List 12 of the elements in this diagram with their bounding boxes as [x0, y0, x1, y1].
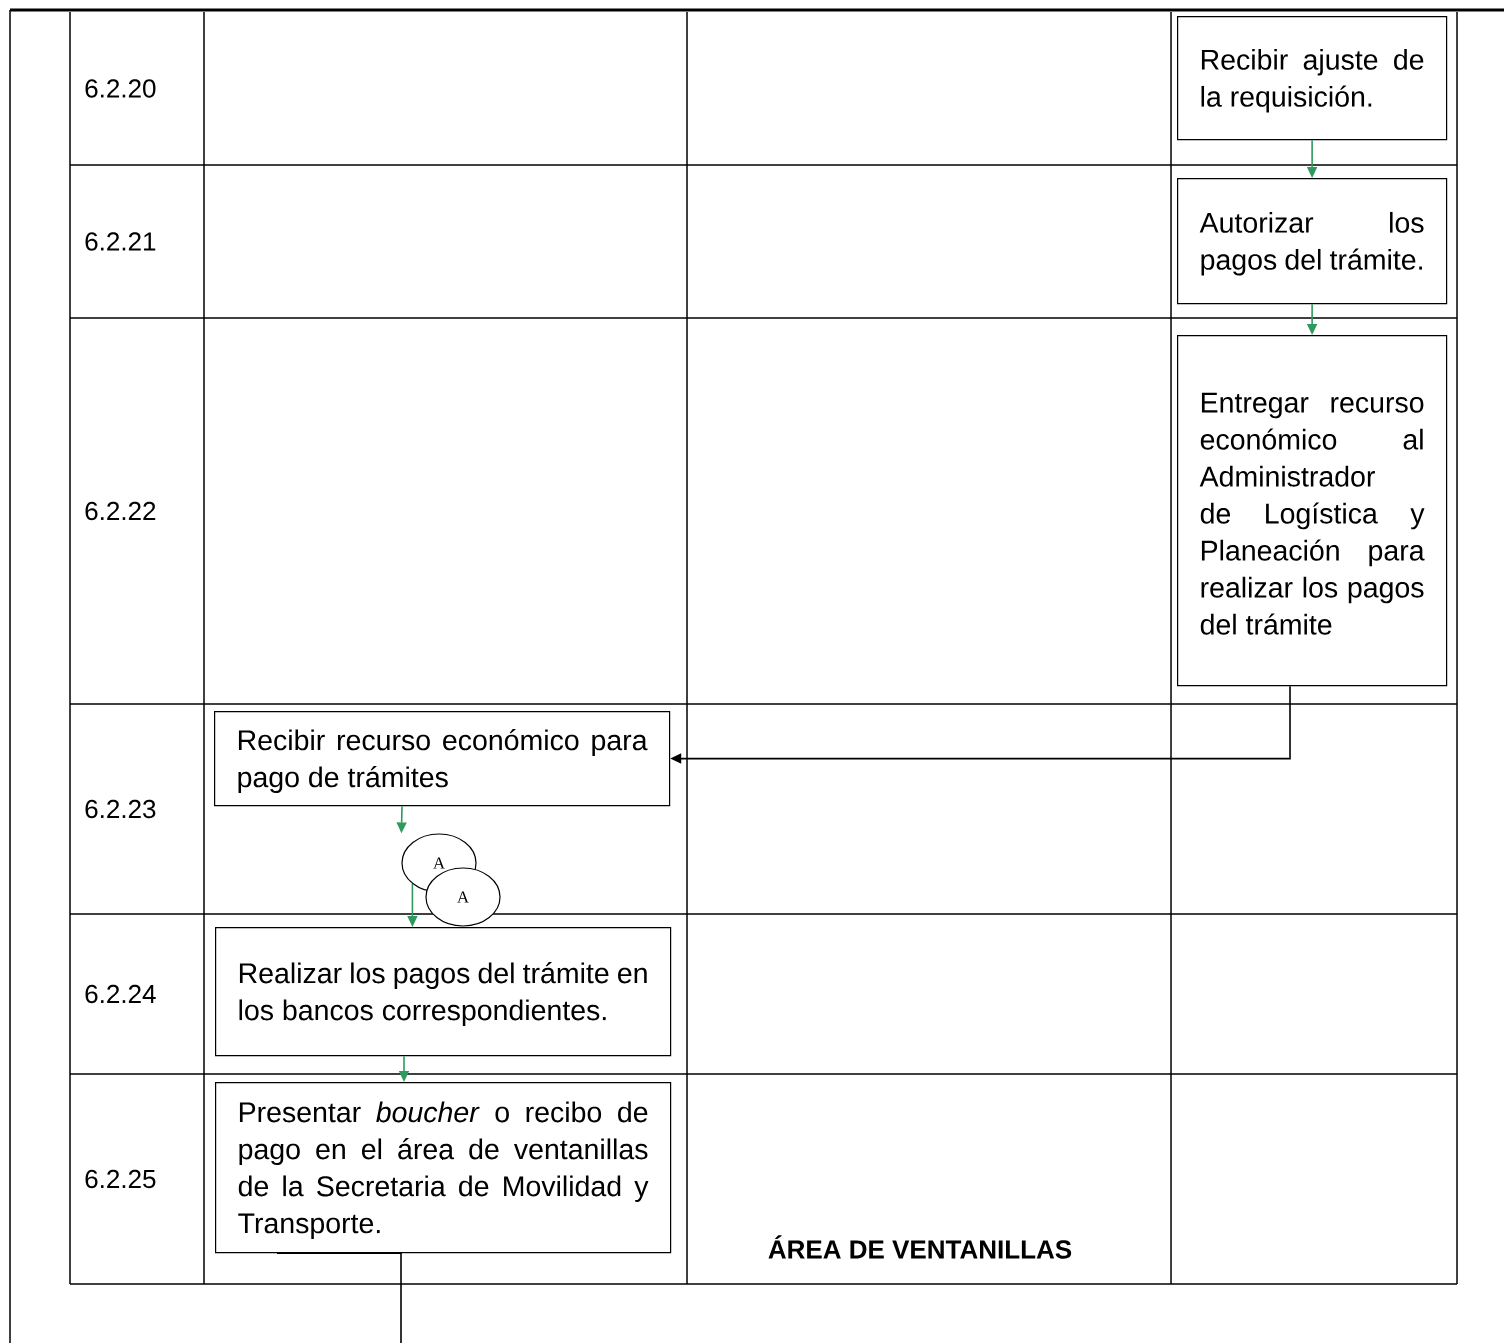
step-number: 6.2.25 [85, 1169, 156, 1189]
process-box: Autorizar los pagos del trámite. [1177, 178, 1448, 305]
step-number: 6.2.24 [85, 984, 156, 1004]
process-box: Presentar boucher o recibo de pago en el área de ventanillas de la Secretaria de Movilidad y Transporte. [215, 1082, 672, 1254]
process-box: Recibir ajuste de la requisición. [1177, 16, 1448, 141]
step-number: 6.2.21 [85, 232, 156, 251]
step-number: 6.2.23 [85, 799, 156, 819]
process-box: Recibir recurso económico para pago de trámites [214, 711, 671, 807]
area-title: ÁREA DE VENTANILLAS [768, 1235, 1072, 1259]
step-number: 6.2.20 [85, 79, 156, 98]
process-box: Entregar recurso económico al Administrador de Logística y Planeación para realizar los pagos del trámite [1177, 335, 1448, 687]
step-number: 6.2.22 [85, 501, 156, 521]
